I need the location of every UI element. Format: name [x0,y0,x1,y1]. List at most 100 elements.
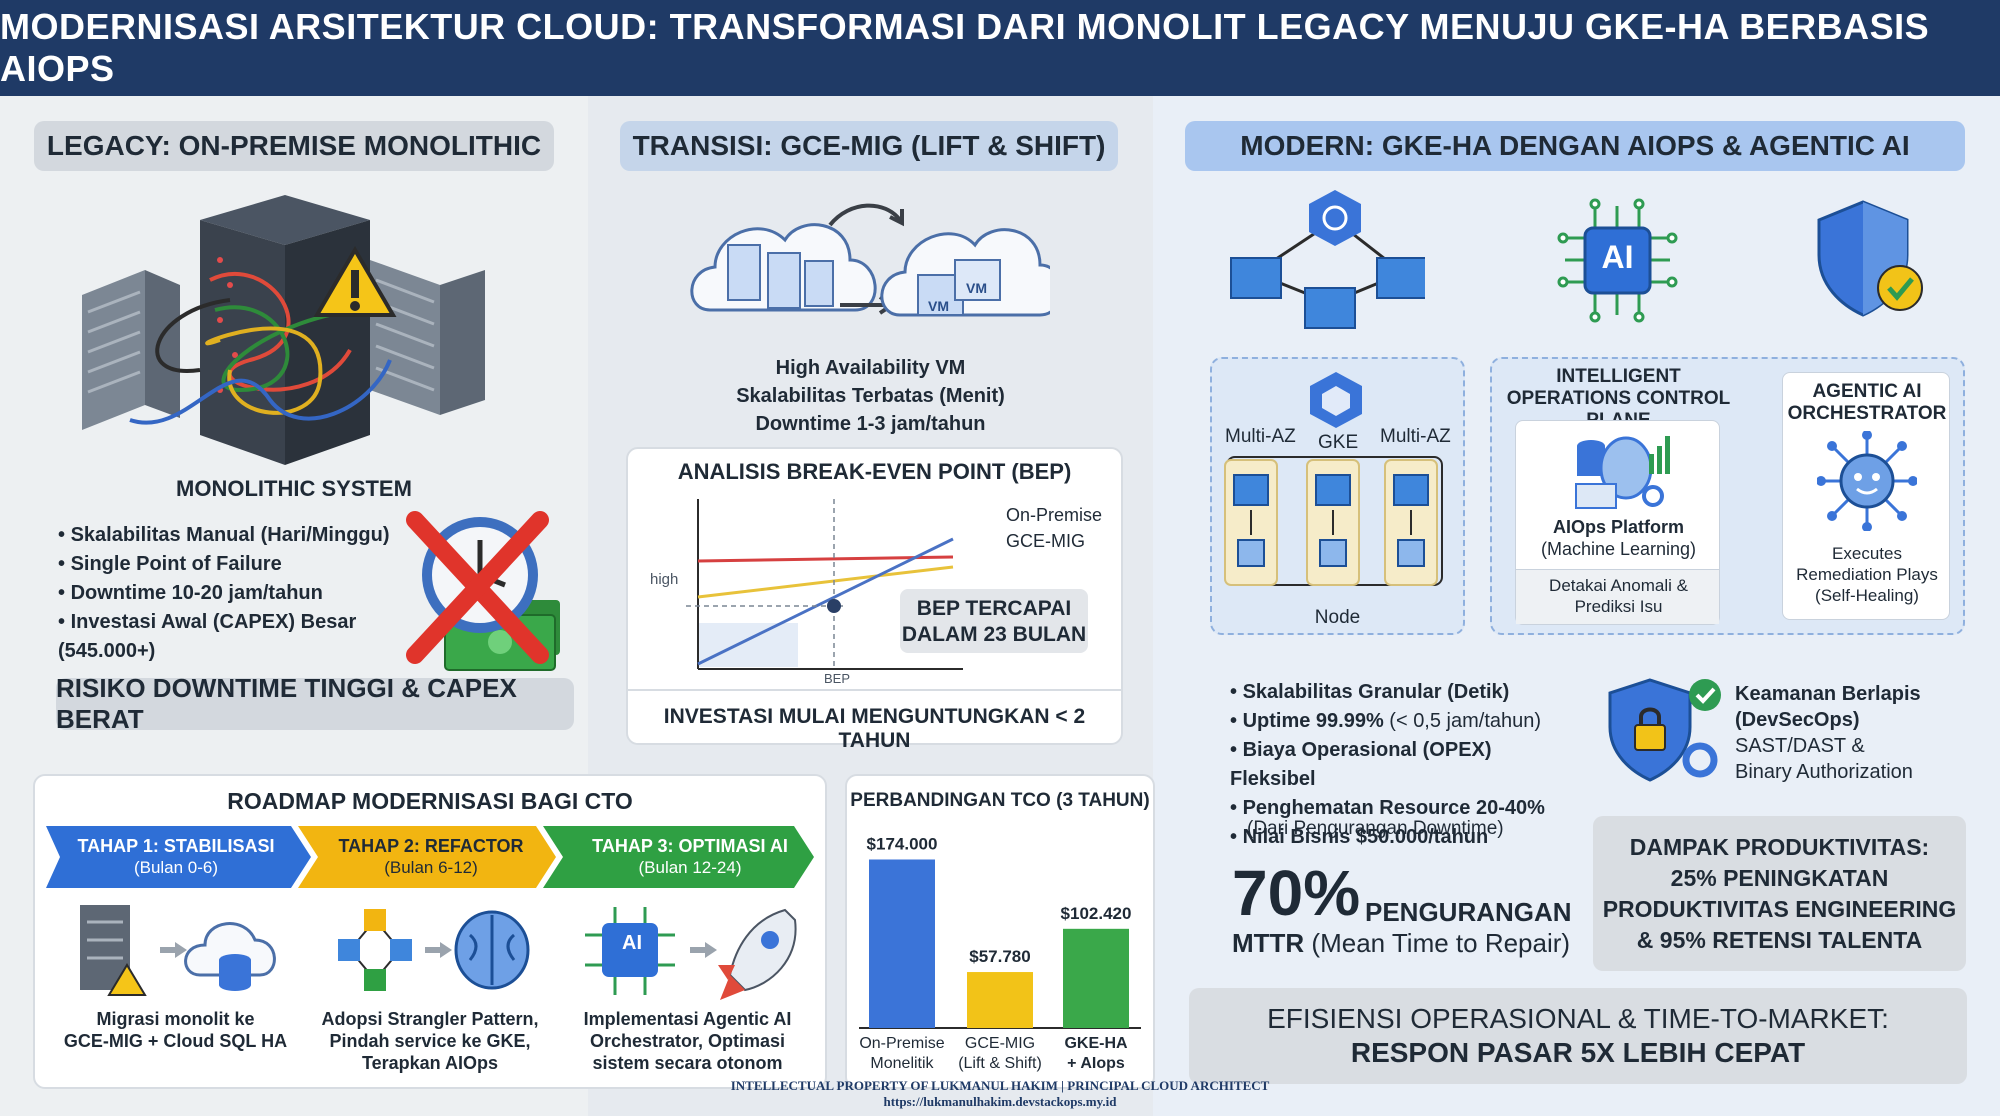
aiops-title: AIOps Platform [1552,517,1685,537]
aiops-brain-icon [1575,436,1670,509]
security-subtitle: (DevSecOps) [1735,709,1860,731]
stage-2-desc: Adopsi Strangler Pattern, Pindah service… [305,1008,555,1074]
stage-desc-line: GCE-MIG + Cloud SQL HA [63,1031,288,1051]
transition-heading: TRANSISI: GCE-MIG (LIFT & SHIFT) [620,121,1118,171]
stage-desc-line: Implementasi Agentic AI [583,1009,792,1029]
tco-category-label: GCE-MIG [965,1035,1035,1052]
tco-bar [967,972,1033,1028]
stage-title: TAHAP 3: OPTIMASI AI [592,836,788,856]
legacy-risk-banner: RISIKO DOWNTIME TINGGI & CAPEX BERAT [56,673,574,734]
bep-legend-gce: GCE-MIG [1006,531,1085,551]
tco-value-label: $57.780 [969,947,1030,966]
warning-icon [107,963,147,996]
check-badge-icon [1877,265,1923,311]
bep-line-chart [686,499,963,670]
stage-1-desc: Migrasi monolit ke GCE-MIG + Cloud SQL H… [48,1008,303,1052]
bep-title: ANALISIS BREAK-EVEN POINT (BEP) [677,459,1072,484]
security-line: SAST/DAST & [1735,735,1865,757]
legacy-bullets: Skalabilitas Manual (Hari/Minggu) Single… [58,521,398,666]
kubernetes-network-icon [1230,190,1425,329]
modern-bullet: Biaya Operasional (OPEX) Fleksibel [1230,736,1560,794]
server-rack-right-icon [370,260,485,415]
rocket-icon [718,908,797,1000]
cloud-vm-icon [880,228,1050,317]
container-icon [1376,257,1425,299]
stage-period: (Bulan 6-12) [384,858,478,877]
tco-category-label: + AIops [1067,1055,1125,1072]
check-circle-icon [1689,679,1721,711]
cluster-nodes-diagram [1224,456,1443,586]
aiops-subtitle: (Machine Learning) [1540,539,1697,559]
stage-desc-line: Terapkan AIOps [361,1053,499,1073]
roadmap-stage-arrows [46,826,814,888]
security-text: Keamanan Berlapis (DevSecOps) SAST/DAST … [1735,681,1921,785]
modern-heading-text: MODERN: GKE-HA DENGAN AIOPS & AGENTIC AI [1240,130,1910,161]
productivity-box: DAMPAK PRODUKTIVITAS: 25% PENINGKATAN PR… [1593,816,1966,971]
bep-y-tick: high [650,571,679,588]
cloud-database-icon [184,922,276,977]
bep-legend-onprem: On-Premise [1006,505,1103,525]
security-title: Keamanan Berlapis [1735,683,1921,705]
tco-value-label: $102.420 [1061,904,1132,923]
stage-period: (Bulan 12-24) [638,858,742,877]
ai-chip-icon [602,923,658,977]
tco-bar [869,859,935,1028]
efficiency-banner: EFISIENSI OPERASIONAL & TIME-TO-MARKET: … [1189,988,1967,1084]
transition-feature: Skalabilitas Terbatas (Menit) [736,385,1005,407]
transition-heading-text: TRANSISI: GCE-MIG (LIFT & SHIFT) [632,130,1106,161]
bep-point [827,599,841,613]
tangled-cables-icon [129,272,392,425]
page-title: MODERNISASI ARSITEKTUR CLOUD: TRANSFORMA… [0,6,1930,89]
legacy-heading-text: LEGACY: ON-PREMISE MONOLITHIC [46,130,542,161]
microservice-icon [338,939,360,961]
mttr-full: (Mean Time to Repair) [1304,928,1571,958]
tco-category-label: On-Premise [859,1035,944,1052]
stage-2-illustration [338,909,530,991]
devsecops-shield-icon [1608,678,1721,782]
stage-3-label: TAHAP 3: OPTIMASI AI (Bulan 12-24) [570,826,810,888]
container-icon [1230,257,1282,299]
modern-bullet-main: Biaya Operasional (OPEX) Fleksibel [1230,739,1492,790]
bep-callout: BEP TERCAPAI DALAM 23 BULAN [900,589,1088,653]
aiops-detect: Detakai Anomali & Prediksi Isu [1549,576,1688,616]
legacy-bullet: Downtime 10-20 jam/tahun [58,579,398,608]
microservice-icon [390,939,412,961]
vm-label: VM [966,280,987,296]
multi-az-right-label: Multi-AZ [1380,426,1451,447]
stage-3-ai-label: AI [622,932,642,954]
modern-bullet: Penghematan Resource 20-40% [1230,794,1560,823]
productivity-line: & 95% RETENSI TALENTA [1636,927,1923,953]
helm-wheel-icon [1309,190,1361,246]
monolith-server-illustration [82,195,485,465]
tco-value-label: $174.000 [867,834,938,853]
mttr-reduction-label: PENGURANGAN [1365,897,1572,927]
microservice-icon [364,909,386,931]
footer-url: https://lukmanulhakim.devstackops.my.id [883,1094,1117,1109]
tco-title: PERBANDINGAN TCO (3 TAHUN) [850,790,1150,811]
stage-title: TAHAP 2: REFACTOR [338,836,524,856]
mttr-abbr: MTTR [1232,928,1305,958]
monolith-system-label: MONOLITHIC SYSTEM [176,476,412,501]
modern-bullet-main: Uptime 99.99% [1242,710,1384,732]
modern-bullet-main: Nilai Bisnis $50.000/tahun [1242,826,1489,848]
transition-features: High Availability VM Skalabilitas Terbat… [588,354,1153,438]
security-line: Binary Authorization [1735,761,1913,783]
productivity-line: 25% PENINGKATAN [1670,865,1889,891]
tco-category-label: Monelitik [870,1055,934,1072]
vm-label: VM [928,298,949,314]
stage-1-label: TAHAP 1: STABILISASI (Bulan 0-6) [60,826,292,888]
legacy-bullet: Single Point of Failure [58,550,398,579]
mttr-percent: 70% [1232,857,1361,929]
efficiency-line1: EFISIENSI OPERASIONAL & TIME-TO-MARKET: [1267,1003,1889,1034]
stage-3-desc: Implementasi Agentic AI Orchestrator, Op… [565,1008,810,1074]
node-label: Node [1210,607,1465,629]
footer-ip: INTELLECTUAL PROPERTY OF LUKMANUL HAKIM … [730,1078,1270,1093]
modern-bullets: Skalabilitas Granular (Detik) Uptime 99.… [1230,678,1560,852]
agentic-title: AGENTIC AI ORCHESTRATOR [1787,381,1947,424]
aiops-card: AIOps Platform (Machine Learning) Detaka… [1515,420,1720,625]
ai-chip-icon [1557,198,1678,323]
productivity-line: PRODUKTIVITAS ENGINEERING [1602,896,1957,922]
modern-bullet: Uptime 99.99% (< 0,5 jam/tahun) [1230,707,1560,736]
stage-1-arrow [46,826,311,888]
modern-heading: MODERN: GKE-HA DENGAN AIOPS & AGENTIC AI [1185,121,1965,171]
